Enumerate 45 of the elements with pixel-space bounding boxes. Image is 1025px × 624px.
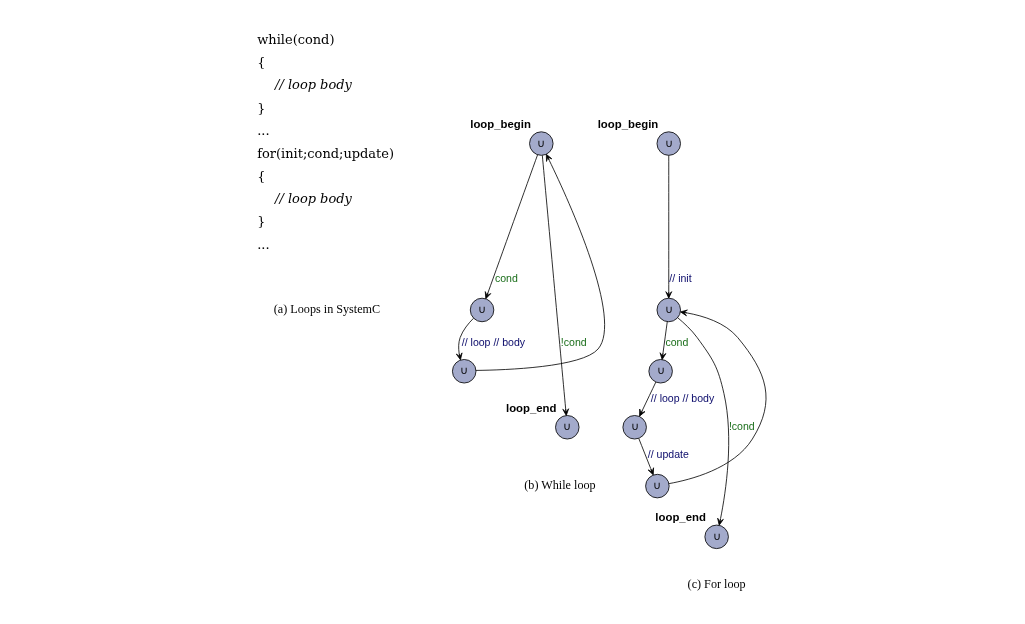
node-label: loop_begin — [597, 117, 659, 130]
node-circle: ∪ — [648, 359, 673, 384]
arrow — [541, 155, 569, 416]
node-circle: ∪ — [555, 415, 580, 440]
node-label: loop_end — [655, 511, 706, 524]
edge-label: cond — [494, 271, 518, 284]
label: // loop body — [275, 77, 352, 93]
label: for(init;cond;update) — [257, 146, 395, 162]
label: (b) While loop — [524, 477, 596, 492]
arrow — [638, 438, 654, 476]
node-circle: ∪ — [469, 297, 495, 323]
arrow — [668, 309, 767, 484]
edge-label: !cond — [728, 420, 755, 433]
node-circle: ∪ — [452, 359, 477, 384]
edge-label: cond — [665, 336, 689, 349]
label: // loop body — [275, 190, 352, 206]
edge-label: // loop // body — [461, 336, 526, 349]
edge-label: !cond — [560, 336, 587, 349]
label: { — [257, 55, 266, 71]
node-circle: ∪ — [656, 131, 681, 156]
label: (a) Loops in SystemC — [273, 301, 381, 316]
label: { — [257, 168, 266, 184]
arrow — [639, 381, 657, 417]
edge-label: // init — [669, 271, 692, 284]
node-circle: ∪ — [656, 297, 681, 323]
node-circle: ∪ — [529, 131, 554, 156]
label: } — [257, 214, 266, 230]
arrow — [665, 155, 673, 299]
label: } — [257, 100, 266, 116]
node-circle: ∪ — [645, 473, 670, 499]
label: ... — [257, 123, 270, 139]
label: while(cond) — [257, 32, 335, 48]
arrow — [677, 317, 730, 526]
arrow — [475, 153, 605, 371]
arrow — [659, 321, 668, 360]
label: ... — [257, 236, 270, 252]
arrow — [484, 154, 538, 300]
node-label: loop_begin — [470, 117, 531, 130]
node-circle: ∪ — [704, 524, 729, 549]
node-circle: ∪ — [622, 415, 647, 440]
edge-label: // update — [647, 448, 689, 461]
label: (c) For loop — [687, 576, 746, 591]
node-label: loop_end — [506, 401, 557, 414]
arrow — [455, 317, 474, 361]
edge-label: // loop // body — [650, 392, 715, 405]
